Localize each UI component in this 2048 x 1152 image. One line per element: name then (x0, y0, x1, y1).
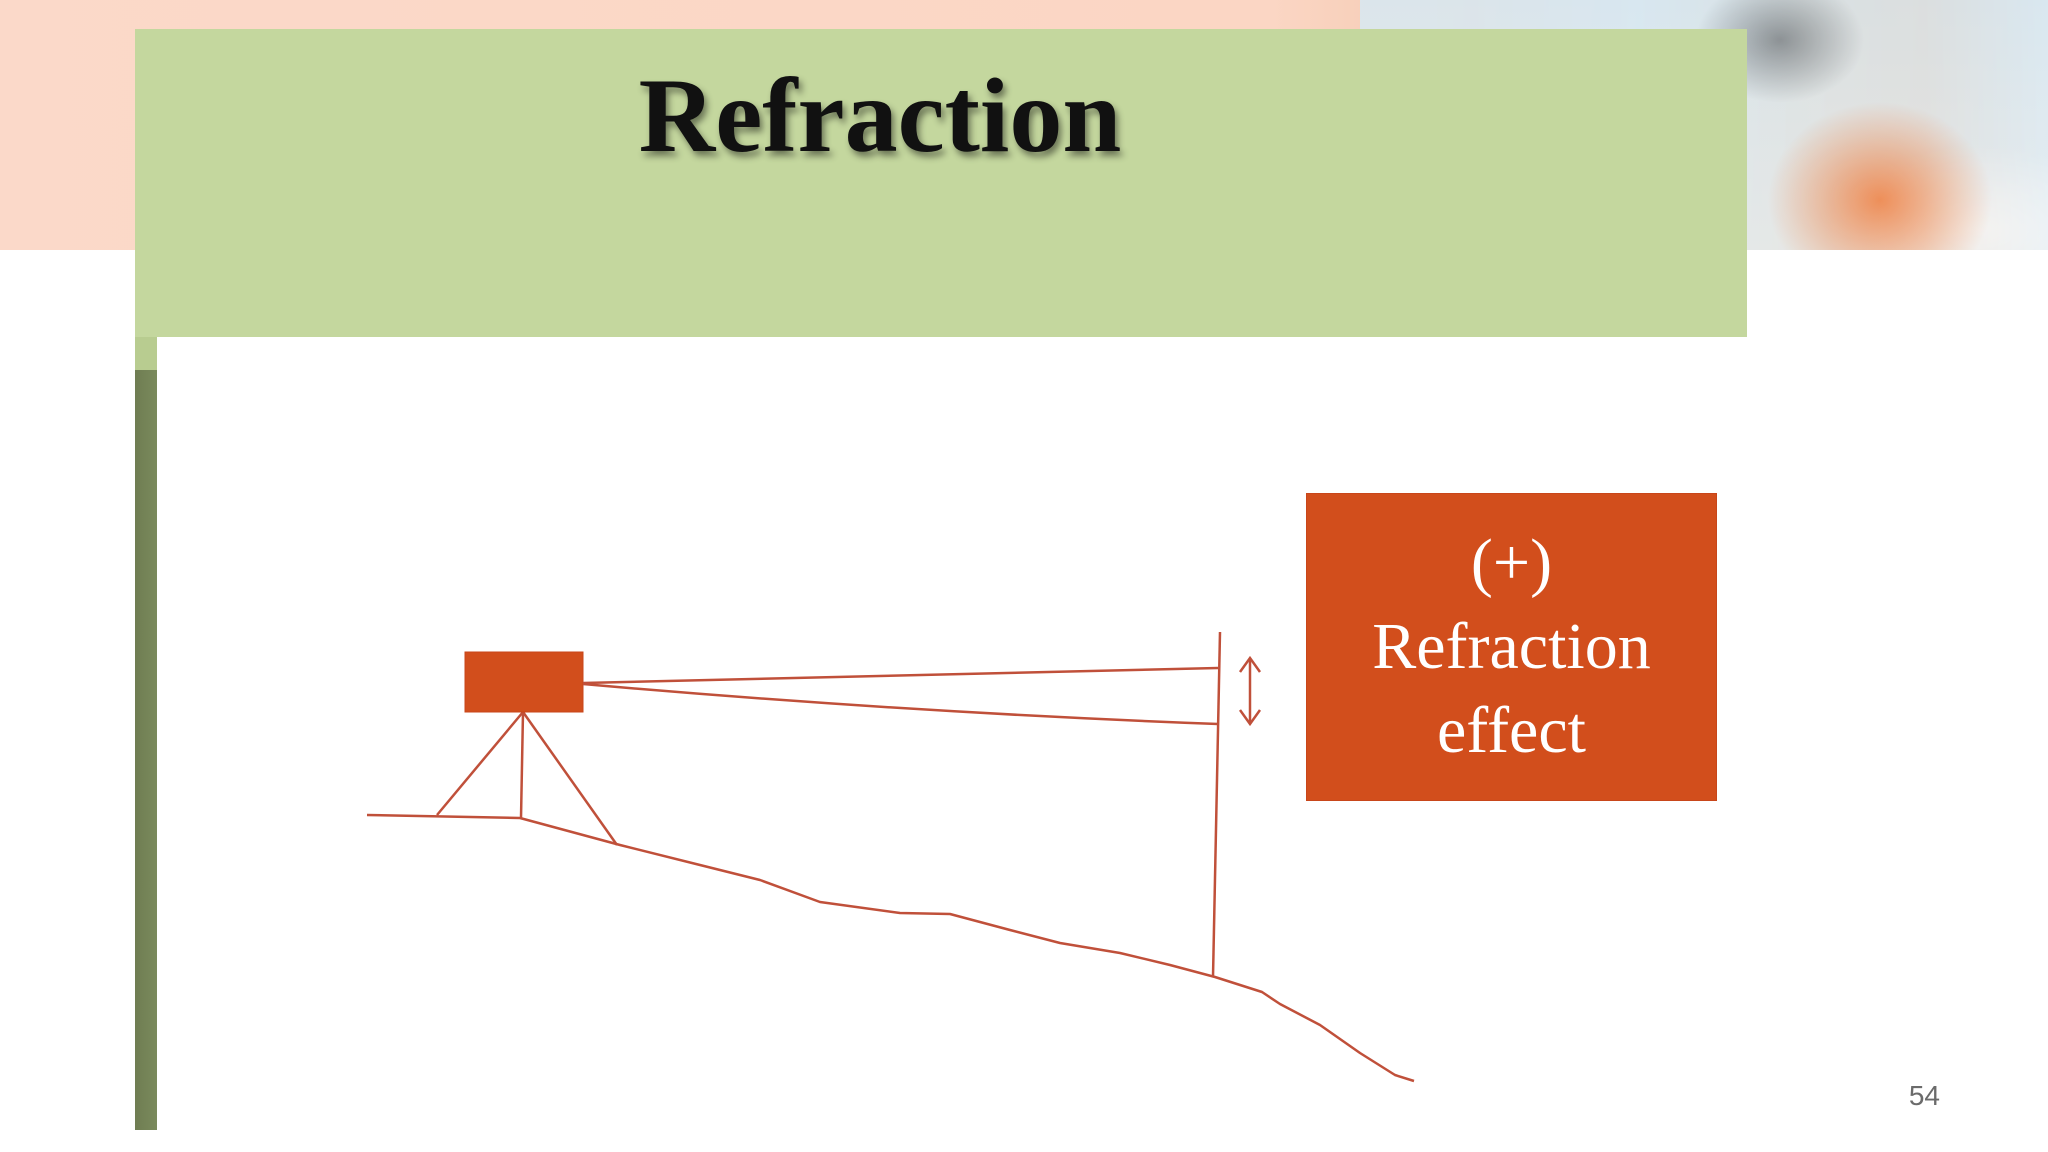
horizontal-sight-line (582, 666, 1219, 685)
page-number: 54 (1908, 1080, 1940, 1111)
side-bar (135, 370, 157, 1130)
effect-sign: (+) (1470, 526, 1553, 599)
level-instrument-icon (464, 651, 584, 713)
double-arrow-icon (1238, 655, 1262, 727)
refracted-sight-line (582, 682, 1219, 726)
refraction-effect-box: (+) Refraction effect (1306, 493, 1717, 801)
ground-line (366, 813, 1415, 1083)
leveling-staff (1211, 631, 1222, 978)
slide-title: Refraction (638, 57, 1122, 174)
tripod-icon (436, 711, 619, 846)
effect-label-line: Refraction (1372, 610, 1651, 683)
title-band (135, 29, 1747, 337)
effect-label-line: effect (1437, 694, 1586, 767)
side-bar-accent (135, 337, 157, 377)
